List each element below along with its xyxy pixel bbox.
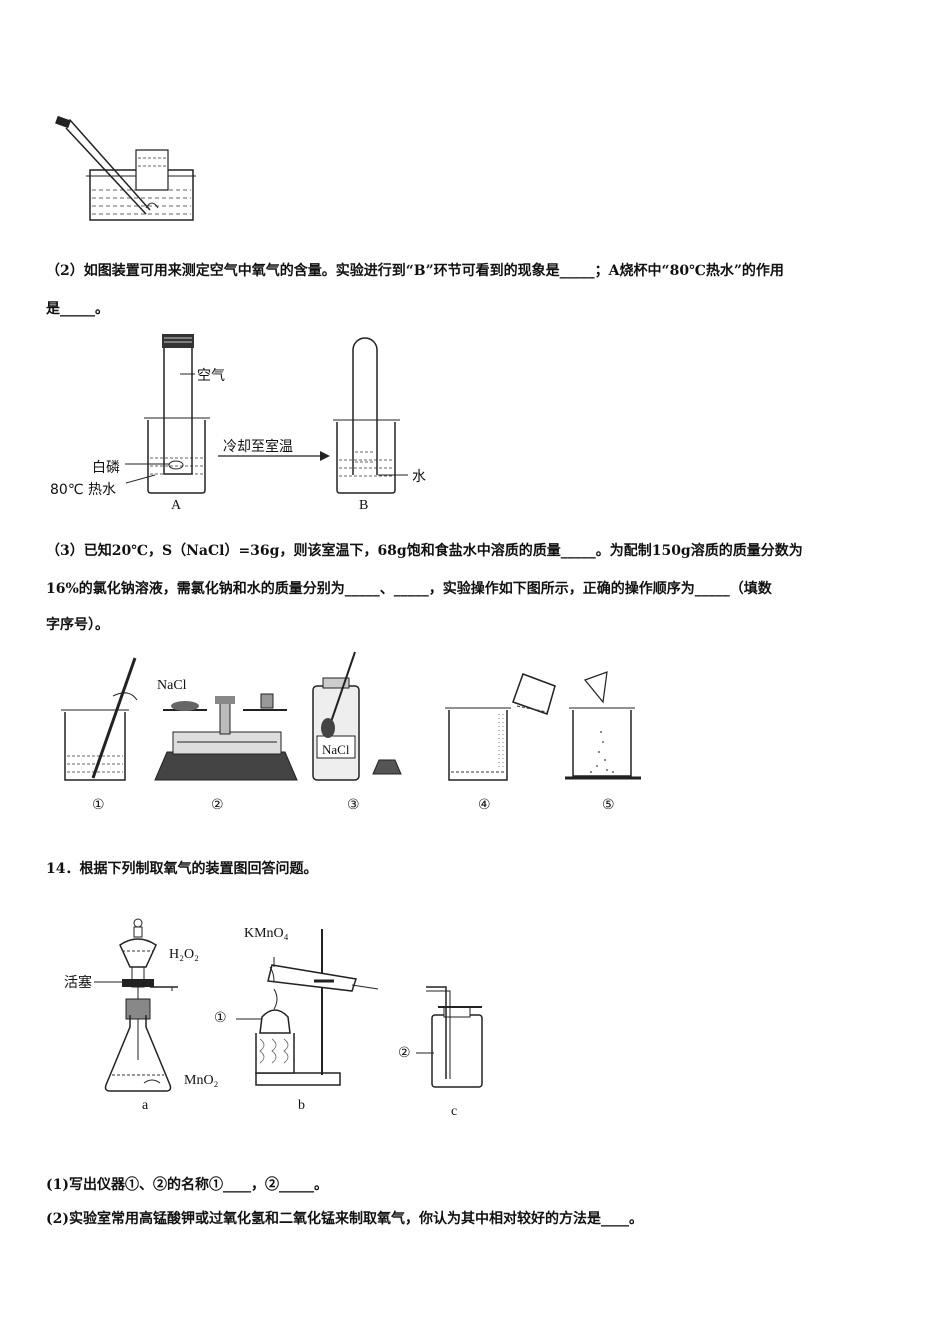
label-water: 水: [412, 469, 426, 485]
caption-apparatus-c: c: [451, 1104, 458, 1119]
q3-line2: 16%的氯化钠溶液，需氯化钠和水的质量分别为_____、_____，实验操作如下…: [46, 581, 772, 597]
step-1: ①: [92, 797, 105, 813]
caption-b: B: [359, 498, 369, 513]
trough-figure: [55, 115, 200, 225]
label-valve: 活塞: [64, 975, 92, 991]
label-cool-to-room-temp: 冷却至室温: [223, 439, 293, 455]
q2-line1: （2）如图装置可用来测定空气中氧气的含量。实验进行到“B”环节可看到的现象是__…: [46, 263, 784, 279]
label-nacl-balance: NaCl: [157, 678, 187, 693]
label-instrument-2: ②: [398, 1045, 411, 1061]
oxygen-apparatus-figure: [60, 915, 490, 1105]
step-3: ③: [347, 797, 360, 813]
q3-line1: （3）已知20℃，S（NaCl）=36g，则该室温下，68g饱和食盐水中溶质的质…: [46, 543, 803, 559]
caption-a: A: [171, 498, 182, 513]
label-air: 空气: [197, 368, 225, 384]
step-4: ④: [478, 797, 491, 813]
caption-apparatus-a: a: [142, 1098, 149, 1113]
q14-title: 14．根据下列制取氧气的装置图回答问题。: [46, 861, 318, 877]
oxygen-content-figure: [40, 334, 460, 520]
label-nacl-bottle: NaCl: [322, 742, 350, 757]
label-instrument-1: ①: [214, 1010, 227, 1026]
q3-line3: 字序号）。: [46, 617, 109, 633]
caption-apparatus-b: b: [298, 1098, 305, 1113]
q2-line2: 是_____。: [46, 301, 109, 317]
q14-sub1: (1)写出仪器①、②的名称①____，②_____。: [46, 1177, 328, 1193]
solution-steps-figure: [55, 652, 655, 792]
q14-sub2: (2)实验室常用高锰酸钾或过氧化氢和二氧化锰来制取氧气，你认为其中相对较好的方法…: [46, 1211, 643, 1227]
label-h2o2: H₂O₂: [169, 947, 199, 962]
step-5: ⑤: [602, 797, 615, 813]
label-white-phosphorus: 白磷: [92, 460, 120, 476]
label-kmno4: KMnO₄: [244, 926, 289, 941]
step-2: ②: [211, 797, 224, 813]
label-mno2: MnO₂: [184, 1073, 219, 1088]
label-hot-water: 80℃ 热水: [50, 482, 116, 498]
